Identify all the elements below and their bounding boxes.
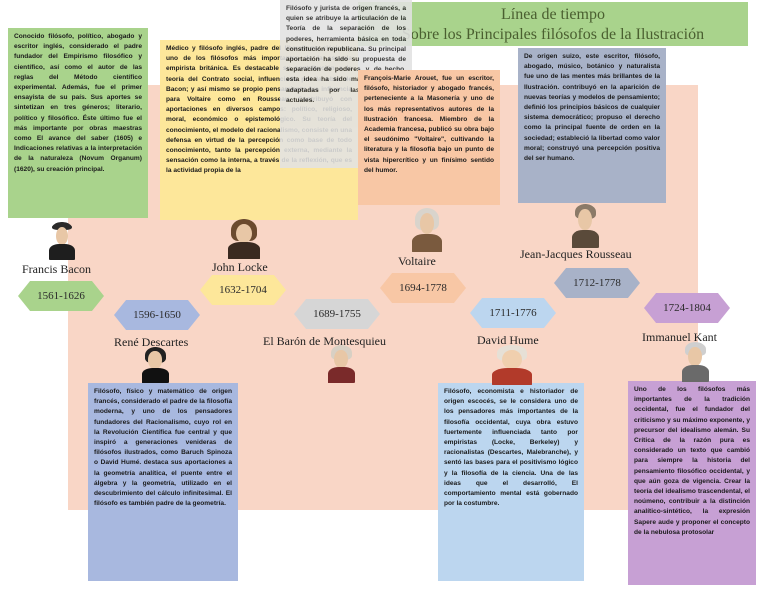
years-kant: 1724-1804: [644, 293, 730, 323]
descartes-portrait: [140, 347, 170, 383]
card-voltaire: François-Marie Arouet, fue un escritor, …: [358, 70, 500, 205]
years-voltaire: 1694-1778: [380, 273, 466, 303]
card-bacon: Conocido filósofo, político, abogado y e…: [8, 28, 148, 218]
card-rousseau: De origen suizo, este escritor, filósofo…: [518, 48, 666, 203]
name-descartes: René Descartes: [114, 335, 189, 349]
years-bacon: 1561-1626: [18, 281, 104, 311]
title-line1: Línea de tiempo: [501, 6, 605, 23]
hume-portrait: [490, 345, 534, 385]
card-kant: Uno de los filósofos más importantes de …: [628, 381, 756, 585]
kant-portrait: [680, 342, 710, 382]
years-montesquieu: 1689-1755: [294, 299, 380, 329]
name-montesquieu: El Barón de Montesquieu: [263, 334, 386, 348]
title-box: Línea de tiempo Sobre los Principales fi…: [358, 2, 748, 46]
rousseau-portrait: [570, 204, 600, 248]
years-locke: 1632-1704: [200, 275, 286, 305]
name-hume: David Hume: [477, 333, 539, 347]
years-hume: 1711-1776: [470, 298, 556, 328]
montesquieu-portrait: [326, 345, 356, 383]
name-locke: John Locke: [212, 260, 268, 274]
years-descartes: 1596-1650: [114, 300, 200, 330]
title-line2: Sobre los Principales filósofos de la Il…: [401, 26, 705, 43]
card-hume: Filósofo, economista e historiador de or…: [438, 383, 584, 581]
voltaire-portrait: [410, 208, 444, 252]
years-rousseau: 1712-1778: [554, 268, 640, 298]
name-kant: Immanuel Kant: [642, 330, 717, 344]
card-descartes: Filósofo, físico y matemático de origen …: [88, 383, 238, 581]
name-rousseau: Jean-Jacques Rousseau: [520, 247, 632, 261]
locke-portrait: [226, 219, 262, 259]
bacon-portrait: [48, 222, 76, 260]
name-voltaire: Voltaire: [398, 254, 436, 268]
name-bacon: Francis Bacon: [22, 262, 91, 276]
